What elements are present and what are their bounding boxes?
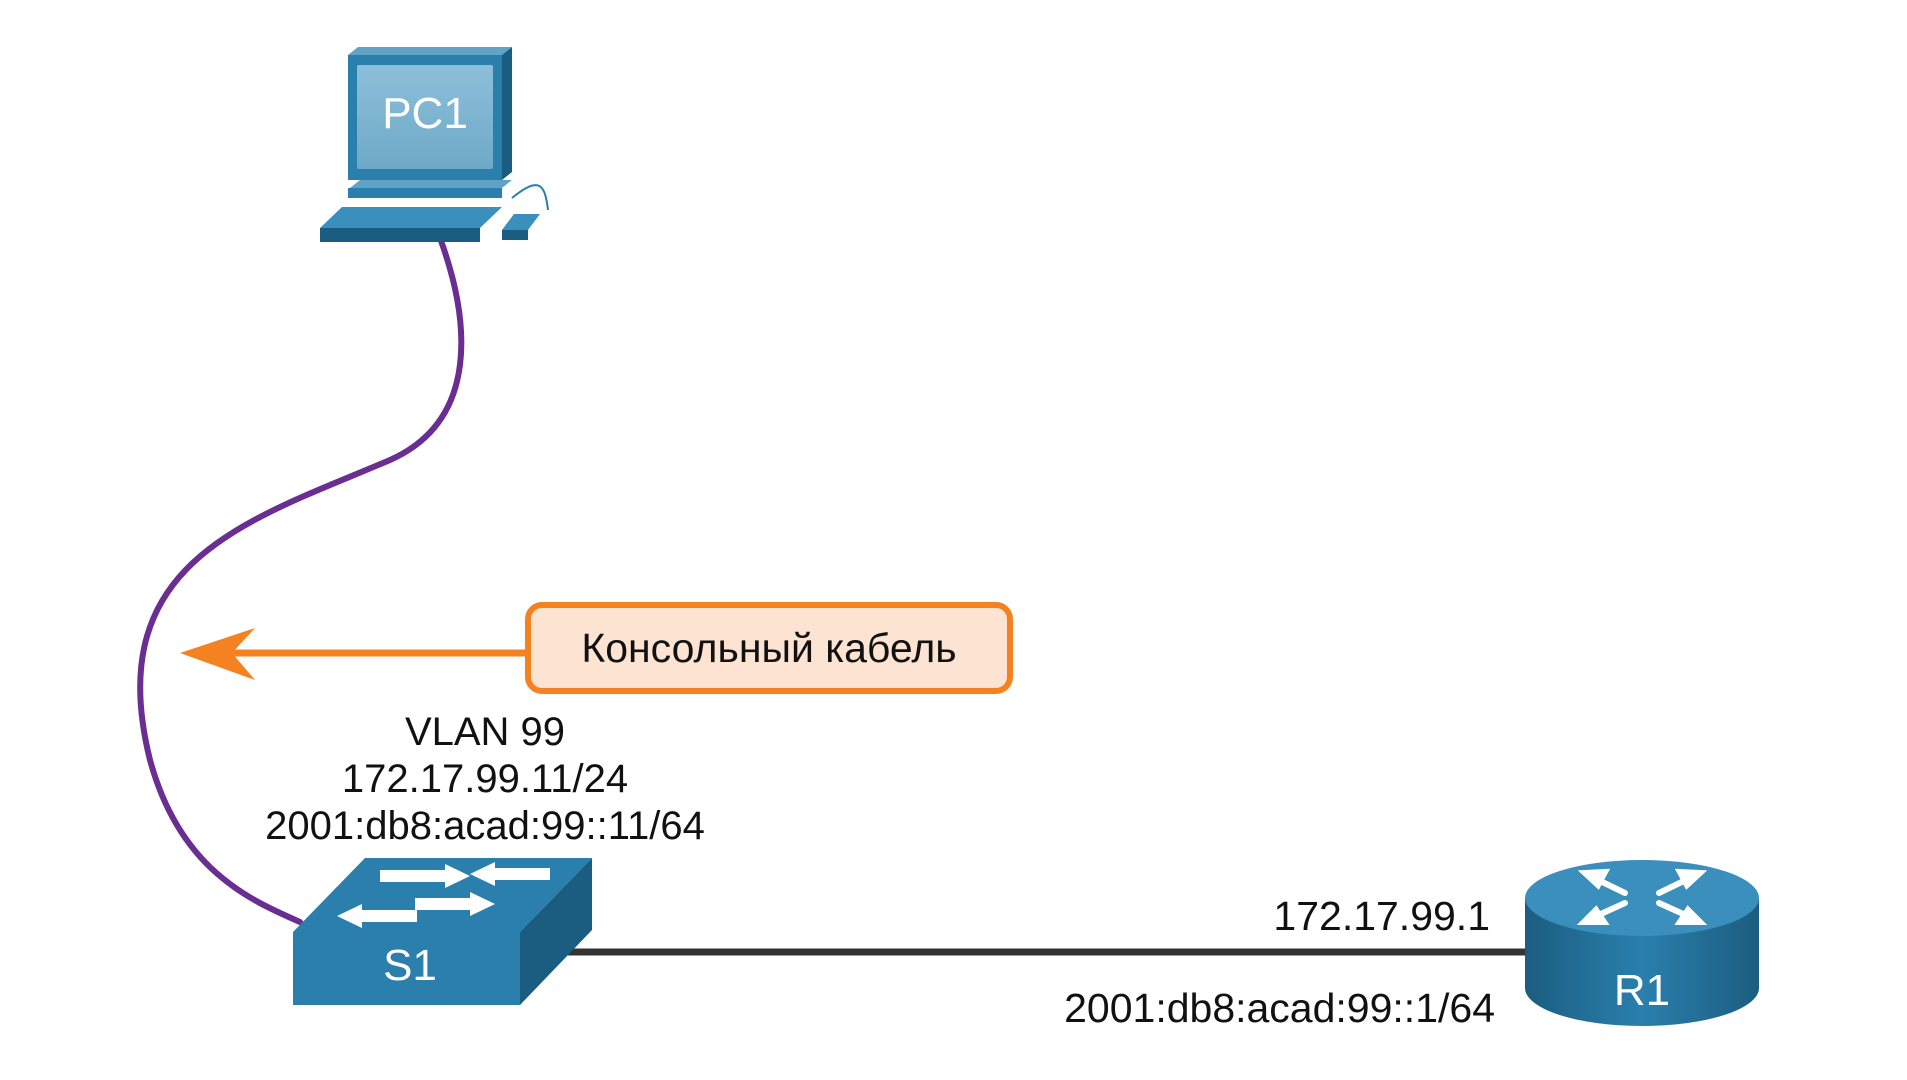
console-cable <box>137 235 465 925</box>
switch-label: S1 <box>383 941 437 990</box>
router-ipv6-label: 2001:db8:acad:99::1/64 <box>1064 985 1495 1031</box>
switch-icon <box>293 858 592 1005</box>
callout-arrow <box>180 628 528 680</box>
callout-box <box>525 602 1013 694</box>
switch-vlan-label: VLAN 99 <box>405 710 565 754</box>
router-icon <box>1525 860 1759 1026</box>
callout-label: Консольный кабель <box>581 625 956 671</box>
router-ipv4-label: 172.17.99.1 <box>1273 893 1490 939</box>
router-label: R1 <box>1614 966 1670 1015</box>
switch-ipv4-label: 172.17.99.11/24 <box>342 757 628 801</box>
pc-label: PC1 <box>382 89 468 138</box>
switch-ipv6-label: 2001:db8:acad:99::11/64 <box>265 804 705 848</box>
pc-computer-icon <box>320 47 549 242</box>
